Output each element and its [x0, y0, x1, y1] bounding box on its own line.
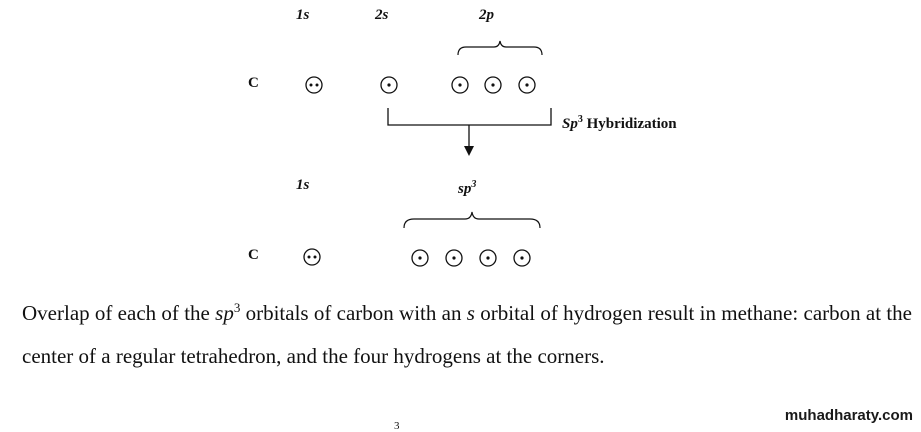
hybridization-diagram: C 1s 2s 2p Sp3 Hybridization C 1s sp3 — [248, 7, 677, 267]
hybridization-superscript: 3 — [577, 114, 583, 125]
header-1s-hybrid: 1s — [296, 177, 310, 193]
brace-2p — [457, 40, 543, 56]
orbital-1s-hybrid — [303, 248, 321, 266]
stray-superscript: 3 — [394, 420, 400, 432]
orbital-sp3-4 — [513, 249, 531, 267]
header-1s-ground: 1s — [296, 7, 310, 23]
orbital-2p-3-ground — [518, 76, 536, 94]
hybridization-prefix: Sp — [562, 116, 578, 132]
para-sp: sp — [215, 301, 234, 325]
orbital-sp3-3 — [479, 249, 497, 267]
orbital-2p-2-ground — [484, 76, 502, 94]
orbital-sp3-1 — [411, 249, 429, 267]
methane-description: Overlap of each of the sp3 orbitals of c… — [22, 292, 912, 378]
carbon-label-ground: C — [248, 75, 259, 91]
header-sp-superscript: 3 — [471, 179, 477, 190]
carbon-label-hybrid: C — [248, 247, 259, 263]
header-sp3-hybrid: sp3 — [458, 179, 476, 198]
header-sp-text: sp — [458, 181, 472, 197]
hybridization-label: Sp3 Hybridization — [562, 114, 677, 133]
header-2p-ground: 2p — [479, 7, 494, 23]
para-text-1: Overlap of each of the — [22, 301, 216, 325]
hybridization-bracket — [387, 108, 552, 126]
para-s: s — [466, 301, 475, 325]
orbital-2s-ground — [380, 76, 398, 94]
diagram-graphics — [303, 40, 552, 267]
para-text-2: orbitals of carbon with an — [240, 301, 467, 325]
arrow-head — [464, 146, 474, 156]
brace-sp3 — [403, 211, 541, 229]
watermark: muhadharaty.com — [784, 407, 913, 424]
orbital-1s-ground — [305, 76, 323, 94]
header-2s-ground: 2s — [375, 7, 389, 23]
para-sp-superscript: 3 — [233, 300, 241, 315]
orbital-2p-1-ground — [451, 76, 469, 94]
para-text-3: orbital of hydrogen result in methane: c… — [22, 301, 912, 368]
orbital-sp3-2 — [445, 249, 463, 267]
hybridization-suffix: Hybridization — [582, 116, 677, 132]
